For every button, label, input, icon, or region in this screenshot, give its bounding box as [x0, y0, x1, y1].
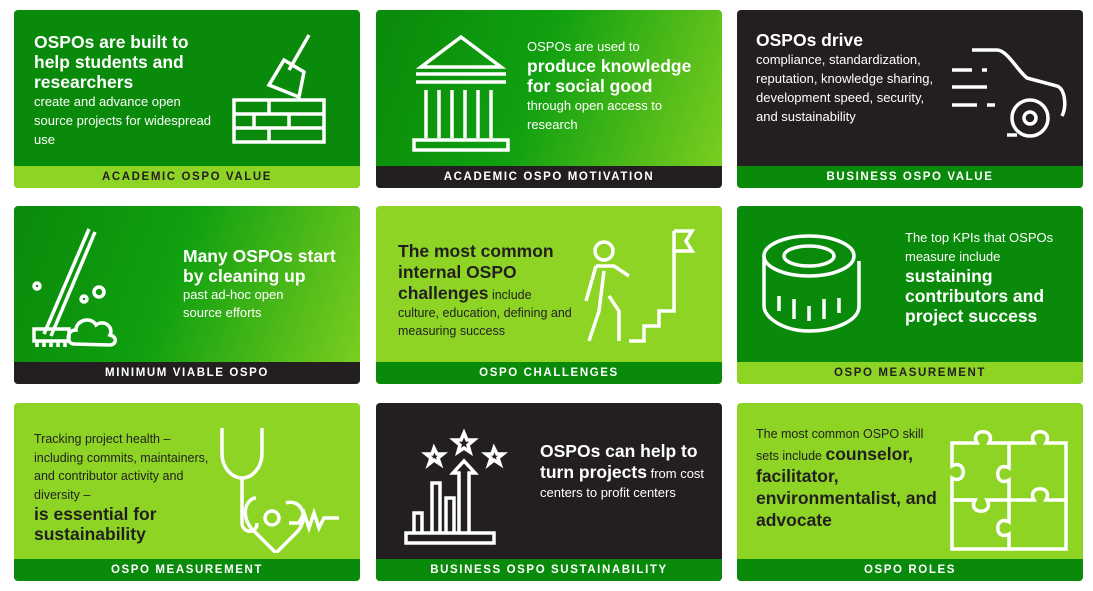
card-text: The most common OSPO skill sets include … — [756, 425, 941, 532]
card-academic-ospo-motivation: OSPOs are used to produce knowledge for … — [376, 10, 722, 188]
card-footer-label: ACADEMIC OSPO VALUE — [14, 166, 360, 188]
card-text: The top KPIs that OSPOs measure include … — [905, 228, 1075, 326]
card-text: OSPOs are used to produce knowledge for … — [527, 37, 712, 134]
card-academic-ospo-value: OSPOs are built to help students and res… — [14, 10, 360, 188]
card-text: OSPOs are built to help students and res… — [34, 32, 214, 149]
card-headline: is essential for sustainability — [34, 504, 157, 544]
card-headline: produce knowledge for social good — [527, 56, 692, 96]
card-headline: OSPOs can help to turn projects — [540, 441, 698, 482]
card-body: through open access to research — [527, 98, 663, 132]
mop-cleaning-icon — [29, 224, 159, 349]
card-text: The most common internal OSPO challenges… — [398, 241, 573, 340]
card-headline: counselor, facilitator, environmentalist… — [756, 444, 937, 530]
card-ospo-roles: The most common OSPO skill sets include … — [737, 403, 1083, 581]
card-body: compliance, standardization, reputation,… — [756, 52, 934, 124]
trowel-brick-wall-icon — [229, 30, 329, 145]
card-headline: The most common internal OSPO challenges — [398, 241, 554, 303]
card-business-ospo-value: OSPOs drive compliance, standardization,… — [737, 10, 1083, 188]
card-body: from cost centers to profit centers — [540, 466, 705, 500]
card-intro: OSPOs are used to — [527, 39, 640, 54]
institution-pillar-icon — [411, 32, 511, 152]
growth-chart-stars-icon — [404, 423, 524, 548]
card-business-ospo-sustainability: OSPOs can help to turn projects from cos… — [376, 403, 722, 581]
card-footer-label: OSPO ROLES — [737, 559, 1083, 581]
card-footer-label: BUSINESS OSPO VALUE — [737, 166, 1083, 188]
card-intro: The most common OSPO skill sets include — [756, 427, 924, 463]
card-minimum-viable-ospo: Many OSPOs start by cleaning up past ad-… — [14, 206, 360, 384]
card-footer-label: OSPO MEASUREMENT — [14, 559, 360, 581]
card-footer-label: OSPO MEASUREMENT — [737, 362, 1083, 384]
fast-car-icon — [952, 45, 1070, 140]
card-body: create and advance open source projects … — [34, 94, 212, 147]
card-text: Many OSPOs start by cleaning up past ad-… — [183, 246, 353, 322]
card-intro: Tracking project health – including comm… — [34, 432, 209, 502]
card-ospo-measurement-kpis: The top KPIs that OSPOs measure include … — [737, 206, 1083, 384]
card-headline: Many OSPOs start by cleaning up — [183, 246, 336, 286]
card-intro: The top KPIs that OSPOs measure include — [905, 230, 1054, 264]
stethoscope-heart-icon — [214, 423, 354, 553]
card-ospo-measurement-health: Tracking project health – including comm… — [14, 403, 360, 581]
card-footer-label: MINIMUM VIABLE OSPO — [14, 362, 360, 384]
person-climbing-stairs-flag-icon — [574, 226, 699, 351]
card-footer-label: ACADEMIC OSPO MOTIVATION — [376, 166, 722, 188]
card-footer-label: OSPO CHALLENGES — [376, 362, 722, 384]
card-body: past ad-hoc open source efforts — [183, 287, 284, 320]
measuring-tape-icon — [759, 231, 869, 341]
card-headline: OSPOs are built to help students and res… — [34, 32, 189, 92]
card-footer-label: BUSINESS OSPO SUSTAINABILITY — [376, 559, 722, 581]
card-headline: OSPOs drive — [756, 30, 863, 50]
card-headline: sustaining contributors and project succ… — [905, 266, 1045, 326]
card-text: OSPOs drive compliance, standardization,… — [756, 30, 946, 126]
card-ospo-challenges: The most common internal OSPO challenges… — [376, 206, 722, 384]
card-body: include culture, education, defining and… — [398, 288, 572, 338]
card-text: OSPOs can help to turn projects from cos… — [540, 441, 710, 502]
puzzle-pieces-icon — [942, 423, 1072, 553]
card-text: Tracking project health – including comm… — [34, 430, 214, 544]
